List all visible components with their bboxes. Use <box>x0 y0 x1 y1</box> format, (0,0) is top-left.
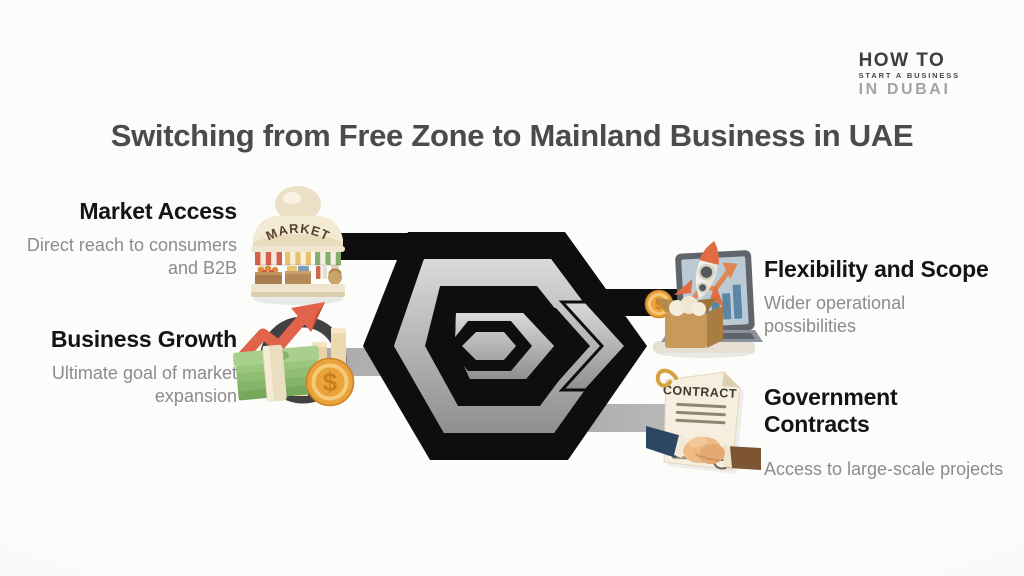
market-stall-icon: MARKET <box>251 186 345 305</box>
section-title-business-growth: Business Growth <box>50 326 237 352</box>
center-black-hexagon-ring <box>448 321 532 371</box>
section-description-business-growth: Ultimate goal of market expansion <box>51 363 237 407</box>
black-chevron <box>534 308 590 384</box>
coin-dollar-symbol: $ <box>323 367 338 397</box>
section-title-flexibility-and-scope: Flexibility and Scope <box>764 256 989 282</box>
paperclip <box>655 368 678 388</box>
outer-black-hexagon-ring <box>363 232 647 460</box>
section-title-government-contracts: Government Contracts <box>764 384 898 438</box>
contract-heading-text: CONTRACT <box>663 383 738 401</box>
money-stack <box>233 344 321 402</box>
contract-handshake-icon: CONTRACT <box>646 368 761 474</box>
market-produce <box>255 264 342 285</box>
money-growth-icon: $ <box>233 302 355 407</box>
market-awnings <box>255 252 341 266</box>
cardboard-box <box>655 296 717 348</box>
svg-text:MARKET: MARKET <box>264 221 333 244</box>
coin-dollar-symbol: $ <box>655 296 663 312</box>
section-description-government-contracts: Access to large-scale projects <box>764 459 1004 480</box>
brand-logo-line3: IN DUBAI <box>858 80 951 98</box>
section-business-growth: Business Growth Ultimate goal of market … <box>0 326 237 408</box>
rocket-laptop-icon: $ <box>644 241 763 358</box>
section-title-market-access: Market Access <box>79 198 237 224</box>
brand-logo: HOW TO START A BUSINESS IN DUBAI <box>859 51 960 98</box>
brand-logo-line2: START A BUSINESS <box>858 71 960 80</box>
section-market-access: Market Access Direct reach to consumers … <box>0 198 237 280</box>
market-sign-text: MARKET <box>264 221 332 244</box>
section-description-market-access: Direct reach to consumers and B2B <box>26 235 237 279</box>
handshake <box>646 426 761 470</box>
silver-chevron <box>558 300 629 392</box>
dollar-coin: $ <box>305 357 355 407</box>
page-title: Switching from Free Zone to Mainland Bus… <box>110 118 914 153</box>
section-government-contracts: Government Contracts Access to large-sca… <box>764 384 1018 481</box>
growth-arrow <box>237 302 325 362</box>
section-flexibility-and-scope: Flexibility and Scope Wider operational … <box>764 256 1018 338</box>
brand-logo-line1: HOW TO <box>858 50 946 71</box>
section-description-flexibility-and-scope: Wider operational possibilities <box>764 293 906 337</box>
